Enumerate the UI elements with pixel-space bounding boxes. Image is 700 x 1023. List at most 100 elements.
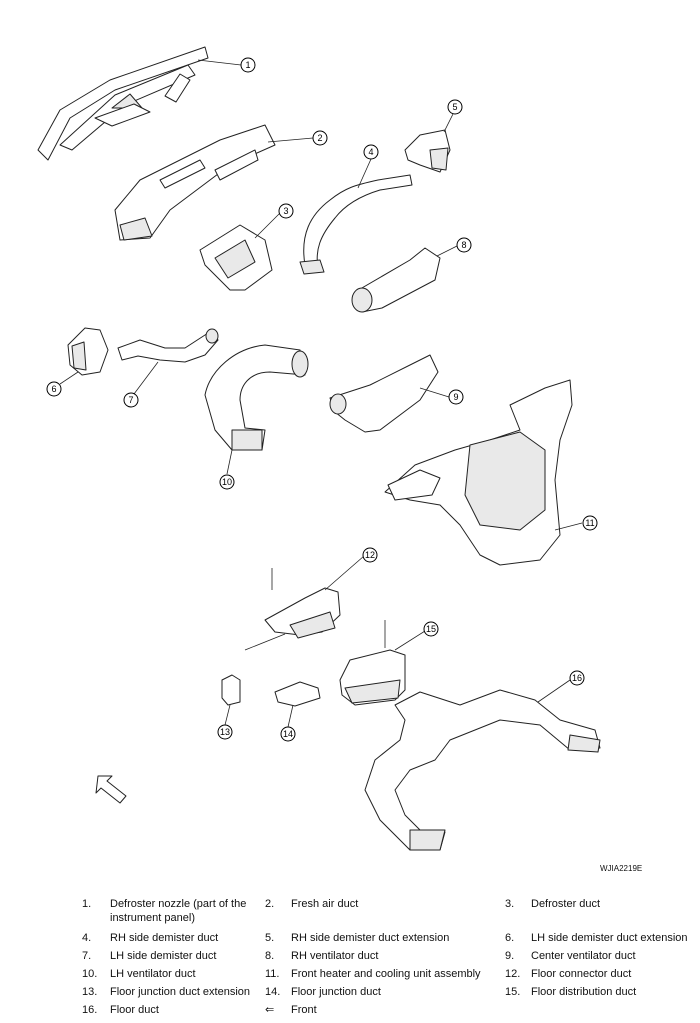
callout-2: 2 [312, 130, 328, 146]
part-2-fresh-air-duct [114, 124, 276, 241]
callout-14: 14 [280, 726, 296, 742]
legend-item-number: 16. [82, 1004, 98, 1016]
legend-item-text: RH side demister duct [110, 932, 219, 944]
svg-text:7: 7 [128, 395, 133, 405]
callout-1: 1 [240, 57, 256, 73]
part-13-floor-junction-duct-extension [221, 674, 241, 706]
part-16-floor-duct [364, 689, 601, 851]
callout-7: 7 [123, 392, 139, 408]
legend-item-text: Floor duct [110, 1004, 159, 1016]
legend-item-number: 8. [265, 950, 275, 962]
legend-item-number: 9. [505, 950, 515, 962]
part-7-lh-side-demister-duct [117, 328, 219, 363]
svg-text:13: 13 [220, 727, 230, 737]
svg-text:3: 3 [283, 206, 288, 216]
legend-item-text: Floor connector duct [531, 968, 632, 980]
legend-item-text: Floor junction duct [291, 986, 381, 998]
leader-10 [226, 449, 233, 475]
legend-item-number: 7. [82, 950, 92, 962]
legend-item-text: Floor junction duct extension [110, 986, 251, 998]
leader-16 [537, 679, 571, 703]
svg-text:5: 5 [452, 102, 457, 112]
svg-text:15: 15 [426, 624, 436, 634]
legend-item-text: Defroster duct [531, 898, 601, 910]
part-4-rh-side-demister-duct [299, 174, 413, 275]
figure-code: WJIA2219E [600, 864, 643, 873]
svg-text:16: 16 [572, 673, 582, 683]
leader-12 [324, 555, 365, 591]
svg-text:1: 1 [245, 60, 250, 70]
callout-13: 13 [217, 724, 233, 740]
legend-item-number: 10. [82, 968, 98, 980]
callout-4: 4 [363, 144, 379, 160]
callout-12: 12 [362, 547, 378, 563]
leader-1 [197, 59, 242, 66]
leader-5 [443, 113, 454, 133]
svg-text:11: 11 [585, 518, 594, 528]
leader-7 [133, 361, 159, 395]
leader-15 [394, 630, 426, 651]
callout-8: 8 [456, 237, 472, 253]
legend-item-text: LH ventilator duct [110, 968, 196, 980]
part-9-center-ventilator-duct [329, 354, 439, 433]
svg-text:12: 12 [365, 550, 375, 560]
legend-item-text: Front heater and cooling unit assembly [291, 968, 481, 980]
legend-item-text: Defroster nozzle (part of the instrument… [110, 898, 247, 924]
part-5-rh-side-demister-duct-extension [404, 129, 451, 173]
part-6-lh-side-demister-duct-extension [67, 327, 109, 376]
callout-10: 10 [219, 474, 235, 490]
legend-item-number: ⇐ [265, 1004, 275, 1016]
part-12-floor-connector-duct [244, 568, 341, 651]
leader-9 [419, 387, 450, 398]
legend-item-number: 1. [82, 898, 92, 910]
callout-5: 5 [447, 99, 463, 115]
callout-9: 9 [448, 389, 464, 405]
legend-item-number: 4. [82, 932, 92, 944]
svg-text:10: 10 [222, 477, 232, 487]
legend-item-number: 12. [505, 968, 521, 980]
legend-item-text: LH side demister duct extension [531, 932, 688, 944]
svg-text:8: 8 [461, 240, 466, 250]
part-8-rh-ventilator-duct [351, 247, 441, 313]
svg-text:2: 2 [317, 133, 322, 143]
legend-item-text: Floor distribution duct [531, 986, 637, 998]
leader-2 [267, 137, 314, 143]
legend-item-number: 6. [505, 932, 515, 944]
part-11-front-heater-cooling-unit [384, 379, 573, 566]
legend-item-number: 13. [82, 986, 98, 998]
legend-item-text: Front [291, 1004, 317, 1016]
part-15-floor-distribution-duct [339, 620, 406, 706]
legend-item-text: LH side demister duct [110, 950, 217, 962]
callout-11: 11 [582, 515, 598, 531]
legend-item-text: RH ventilator duct [291, 950, 379, 962]
leader-8 [436, 245, 458, 257]
legend-item-text: RH side demister duct extension [291, 932, 450, 944]
leader-6 [59, 371, 79, 385]
leader-3 [254, 212, 281, 239]
svg-text:4: 4 [368, 147, 373, 157]
leader-11 [554, 522, 583, 531]
legend-item-text: Fresh air duct [291, 898, 359, 910]
legend-item-number: 3. [505, 898, 515, 910]
callout-3: 3 [278, 203, 294, 219]
leader-4 [357, 158, 372, 189]
legend-item-number: 11. [265, 968, 280, 980]
leader-13 [224, 704, 231, 726]
legend-item-number: 14. [265, 986, 281, 998]
part-14-floor-junction-duct [274, 681, 321, 707]
callout-16: 16 [569, 670, 585, 686]
legend-item-number: 2. [265, 898, 275, 910]
part-10-lh-ventilator-duct [204, 344, 309, 451]
svg-text:6: 6 [51, 384, 56, 394]
leader-14 [287, 704, 294, 728]
legend-item-number: 15. [505, 986, 521, 998]
front-arrow-icon [95, 775, 127, 804]
legend-item-number: 5. [265, 932, 275, 944]
legend-item-text: Center ventilator duct [531, 950, 636, 962]
svg-text:14: 14 [283, 729, 293, 739]
svg-text:9: 9 [453, 392, 458, 402]
part-1-defroster-nozzle [37, 46, 209, 161]
callout-15: 15 [423, 621, 439, 637]
part-3-defroster-duct [199, 224, 273, 291]
callout-6: 6 [46, 381, 62, 397]
